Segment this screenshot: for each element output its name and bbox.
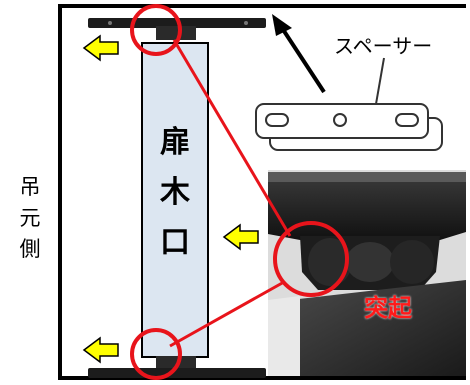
spacer-drawing xyxy=(255,103,443,151)
pointer-arrow-icon xyxy=(272,14,326,94)
side-label-char: 吊 xyxy=(19,175,41,199)
highlight-circles xyxy=(130,4,349,380)
frame-left-line xyxy=(58,4,62,380)
door-edge-label: 扉 木 口 xyxy=(141,118,209,268)
spacer-label: スペーサー xyxy=(334,34,433,58)
arrow-left-icon xyxy=(82,34,259,364)
side-label-char: 側 xyxy=(19,237,41,261)
frame-top-line xyxy=(58,4,466,8)
hanging-side-label: 吊 元 側 xyxy=(18,172,42,265)
bottom-hinge-plate xyxy=(88,356,266,378)
side-label-char: 元 xyxy=(19,206,41,230)
door-label-char: 口 xyxy=(160,225,190,260)
door-label-char: 木 xyxy=(160,175,190,210)
door-edge-panel xyxy=(141,42,209,358)
protrusion-label: 突起 xyxy=(364,294,412,322)
door-label-char: 扉 xyxy=(160,125,190,160)
